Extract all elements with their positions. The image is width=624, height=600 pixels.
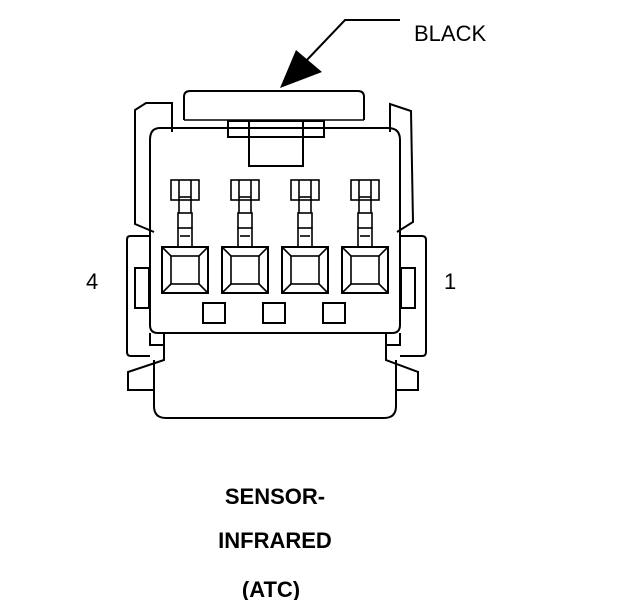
- terminal-neck: [357, 212, 373, 229]
- caption-line-1: SENSOR-: [225, 484, 325, 509]
- cavity-bevel: [281, 246, 292, 257]
- right-side-latch: [389, 102, 415, 233]
- terminal-clip: [350, 179, 380, 201]
- top-latch: [183, 90, 365, 120]
- caption-line-3: (ATC): [242, 577, 300, 600]
- lower-housing: [153, 360, 397, 419]
- pin-cavity: [221, 179, 269, 294]
- left-ear: [126, 235, 150, 357]
- terminal-neck: [177, 212, 193, 229]
- terminal-clip: [290, 179, 320, 201]
- terminal-clip: [170, 179, 200, 201]
- pin-cavity: [341, 179, 389, 294]
- cavity-outer: [161, 246, 209, 294]
- left-skirt-notch: [149, 333, 165, 346]
- pin-number-right: 1: [444, 269, 456, 294]
- color-callout: BLACK: [280, 19, 486, 88]
- callout-leader-line: [304, 19, 400, 63]
- bottom-key-slot: [322, 302, 346, 324]
- cavity-outer: [221, 246, 269, 294]
- cavity-bevel: [258, 246, 269, 257]
- cavity-bevel: [318, 283, 329, 294]
- top-tab: [227, 120, 325, 167]
- connector-caption: SENSOR- INFRARED (ATC): [218, 484, 332, 600]
- left-lower-latch: [127, 345, 165, 391]
- connector-body: [149, 127, 401, 334]
- cavity-inner: [230, 255, 260, 285]
- cavity-inner: [290, 255, 320, 285]
- callout-label: BLACK: [414, 21, 486, 46]
- cavity-bevel: [341, 283, 352, 294]
- left-side-latch: [134, 102, 173, 233]
- left-side-slot: [134, 267, 150, 309]
- callout-arrowhead: [280, 50, 322, 88]
- right-ear: [400, 235, 427, 357]
- pin-cavity: [161, 179, 209, 294]
- bottom-key-slot: [202, 302, 226, 324]
- caption-line-2: INFRARED: [218, 528, 332, 553]
- cavity-bevel: [198, 246, 209, 257]
- cavity-inner: [350, 255, 380, 285]
- cavity-bevel: [198, 283, 209, 294]
- cavity-bevel: [341, 246, 352, 257]
- bottom-key-slot: [262, 302, 286, 324]
- cavity-bevel: [378, 283, 389, 294]
- cavity-bevel: [258, 283, 269, 294]
- terminal-clip: [230, 179, 260, 201]
- pin-cavities: [161, 179, 389, 294]
- cavity-bevel: [161, 246, 172, 257]
- cavity-bevel: [318, 246, 329, 257]
- terminal-neck: [297, 212, 313, 229]
- cavity-bevel: [221, 246, 232, 257]
- cavity-bevel: [221, 283, 232, 294]
- pin-cavity: [281, 179, 329, 294]
- cavity-outer: [281, 246, 329, 294]
- pin-number-left: 4: [86, 269, 98, 294]
- cavity-bevel: [161, 283, 172, 294]
- top-tab-key: [248, 120, 304, 167]
- right-side-slot: [400, 267, 416, 309]
- cavity-bevel: [281, 283, 292, 294]
- terminal-neck: [237, 212, 253, 229]
- right-skirt-notch: [385, 333, 401, 346]
- cavity-outer: [341, 246, 389, 294]
- cavity-inner: [170, 255, 200, 285]
- cavity-bevel: [378, 246, 389, 257]
- right-lower-latch: [385, 345, 419, 391]
